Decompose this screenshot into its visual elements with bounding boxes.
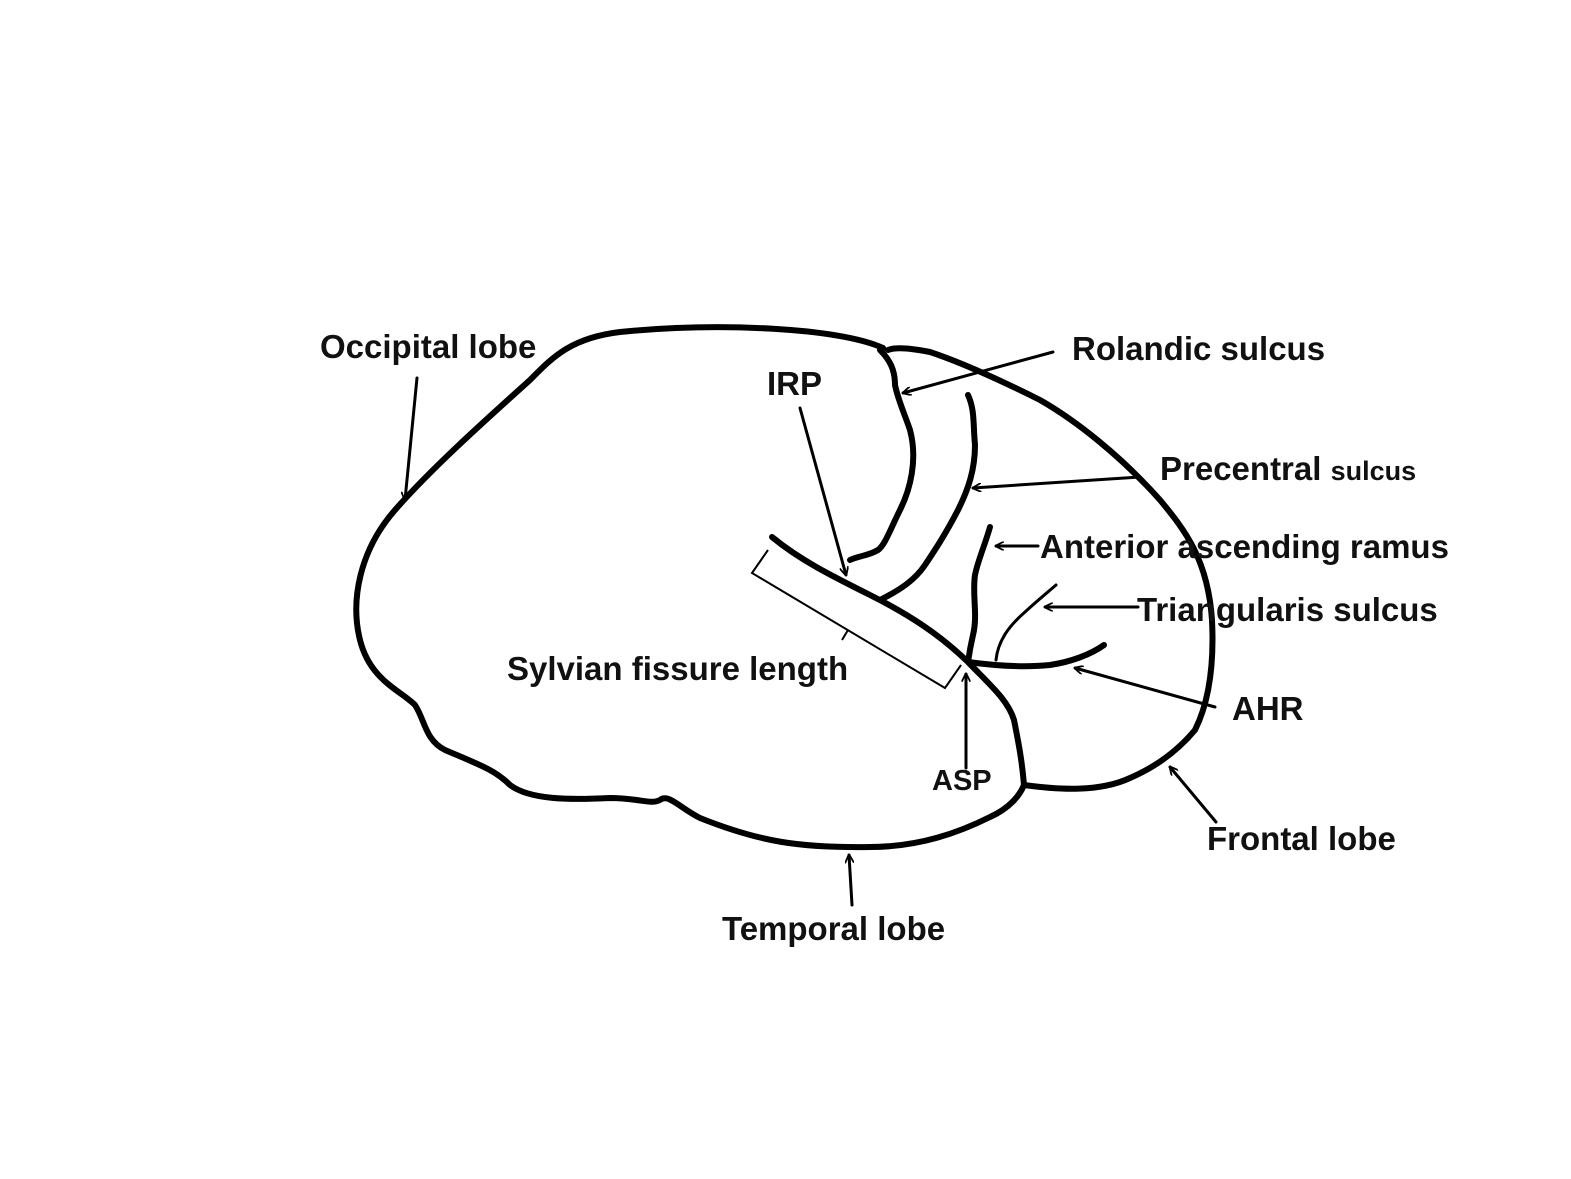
sylvian-fissure-length-label: Sylvian fissure length [507,650,848,687]
frontal-outline [885,345,1216,792]
rolandic-arrow [903,350,1055,393]
frontal-arrow [1170,767,1218,824]
asp-label: ASP [932,765,992,797]
temporal-arrow [849,853,852,907]
rolandic-sulcus-label: Rolandic sulcus [1072,330,1325,367]
brain-outline [353,324,1027,851]
triangularis-sulcus-line [994,583,1058,662]
sylvian-fissure-line [769,534,1027,788]
precentral-label: Precentral sulcus [1160,450,1416,487]
anterior-ascending-ramus-label: Anterior ascending ramus [1040,528,1449,565]
ahr-line [965,642,1107,670]
irp-arrow [798,406,846,575]
precentral-arrow [971,475,1142,488]
rolandic-sulcus-line [847,347,917,563]
triangularis-sulcus-label: Triangularis sulcus [1137,591,1438,628]
precentral-sulcus-line [877,392,978,603]
sylvian-length-bracket [750,549,962,690]
occipital-lobe-label: Occipital lobe [320,328,536,365]
occipital-arrow [405,376,419,502]
ahr-arrow [1075,668,1217,709]
temporal-lobe-label: Temporal lobe [722,910,945,947]
ahr-label: AHR [1232,690,1304,727]
anterior-ascending-ramus-line [965,524,993,665]
irp-label: IRP [767,365,822,402]
frontal-lobe-label: Frontal lobe [1207,820,1396,857]
precentral-word: Precentral [1160,450,1321,487]
precentral-suffix: sulcus [1331,456,1417,486]
